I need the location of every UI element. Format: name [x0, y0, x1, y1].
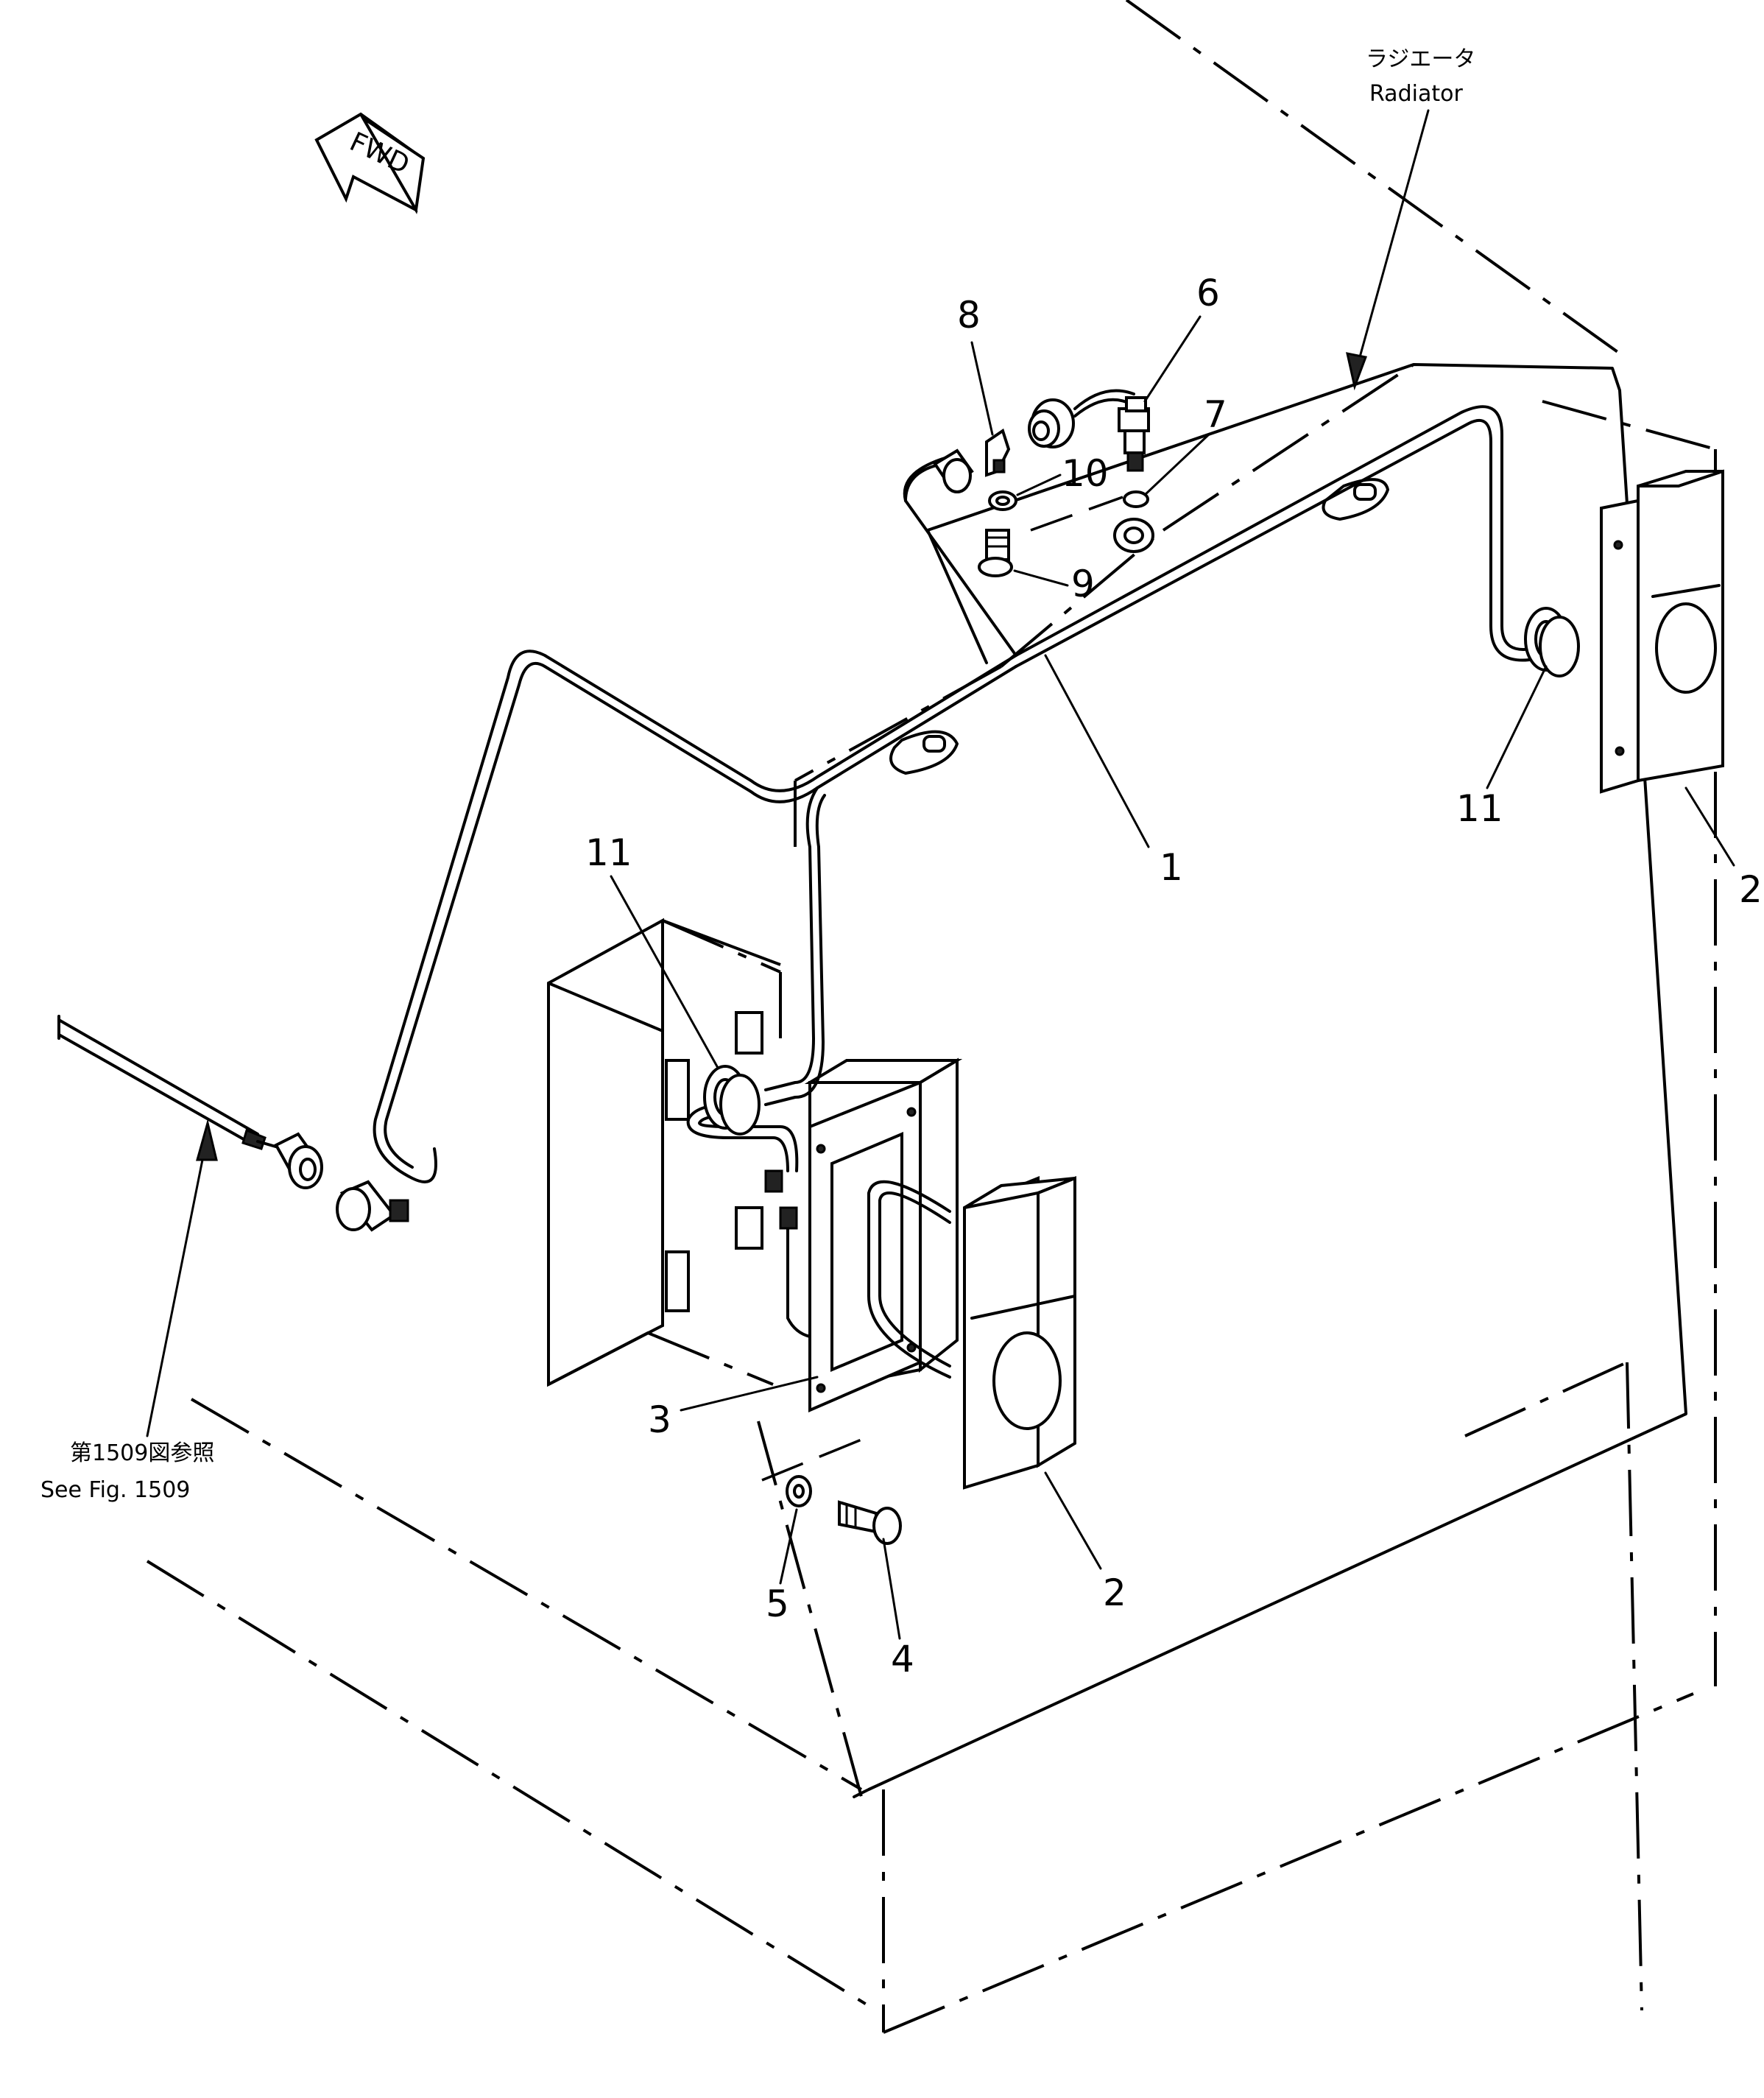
- callout-9: 9: [1071, 563, 1095, 605]
- junction-box: [547, 918, 798, 1387]
- connector-6-line: [1028, 389, 1135, 448]
- sensor-6: [1118, 396, 1150, 472]
- washer-10: [988, 490, 1017, 511]
- bolt-4: [838, 1500, 902, 1545]
- callout-1: 1: [1160, 846, 1183, 889]
- radiator-arrow-head: [1346, 352, 1368, 391]
- fwd-arrow: FWD: [314, 112, 426, 215]
- callout-5: 5: [766, 1583, 789, 1625]
- grommet-right: [1524, 607, 1580, 677]
- see-fig-label-jp: 第1509図参照: [70, 1440, 214, 1466]
- callout-10: 10: [1062, 452, 1109, 495]
- radiator-label-jp: ラジエータ: [1366, 46, 1475, 72]
- bolt-9: [978, 529, 1013, 577]
- rear-lamp-right: [1600, 469, 1724, 794]
- rear-lamp-center-face: [963, 1176, 1076, 1490]
- callouts: 1 2 2 3 4 5 6 7 8 9 10 11 11: [585, 272, 1763, 1680]
- callout-7: 7: [1204, 393, 1227, 436]
- body-outline: [146, 0, 1717, 2034]
- mounting-plate: [808, 1080, 951, 1413]
- see-fig-arrow-head: [196, 1119, 218, 1161]
- callout-2-right: 2: [1739, 868, 1763, 911]
- assembly-phantom-lines: [761, 496, 1123, 1482]
- callout-4: 4: [891, 1638, 914, 1680]
- callout-8: 8: [957, 294, 981, 337]
- see-fig-leader: [146, 1140, 208, 1437]
- radiator-leader: [1353, 109, 1430, 377]
- callout-6: 6: [1196, 272, 1220, 314]
- harness: [373, 405, 1537, 1338]
- grommet-left: [703, 1065, 761, 1136]
- radiator-label-en: Radiator: [1369, 81, 1463, 107]
- connector-left-male: [274, 1132, 323, 1189]
- connector-left-female: [336, 1180, 409, 1232]
- panel-slots: [889, 478, 1389, 775]
- extension-harness: [57, 1015, 285, 1150]
- see-fig-label-en: See Fig. 1509: [40, 1477, 190, 1503]
- callout-2-center: 2: [1103, 1571, 1126, 1614]
- callout-3: 3: [648, 1398, 671, 1441]
- clip-8: [985, 428, 1011, 477]
- washer-5: [786, 1475, 812, 1507]
- nut-boss: [1113, 518, 1154, 553]
- callout-11-left: 11: [585, 831, 632, 874]
- connector-top-left: [933, 448, 974, 493]
- o-ring-7: [1123, 490, 1149, 508]
- callout-11-right: 11: [1456, 787, 1503, 830]
